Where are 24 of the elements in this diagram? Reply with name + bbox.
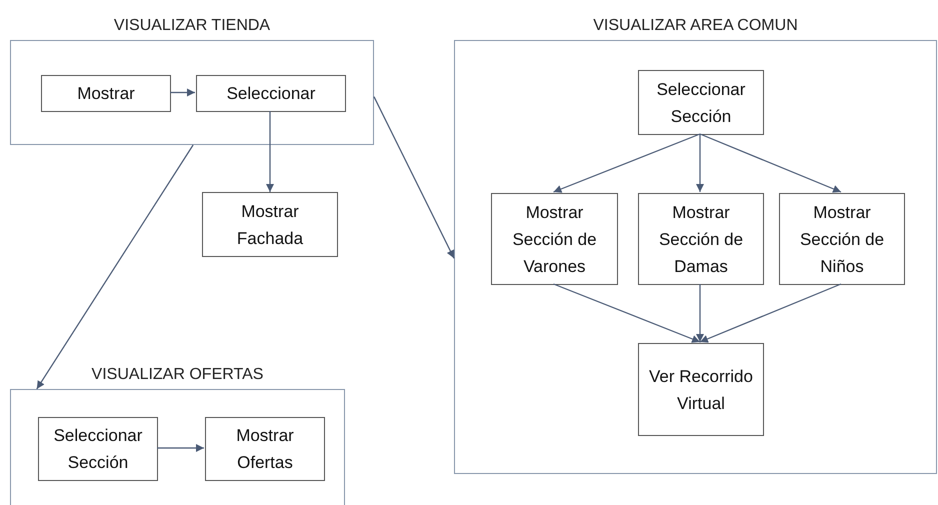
arrow xyxy=(700,133,842,193)
process-box: Mostrar Fachada xyxy=(202,192,338,257)
group-heading: VISUALIZAR AREA COMUN xyxy=(592,16,799,36)
process-box: Seleccionar xyxy=(196,75,346,112)
arrow xyxy=(700,283,842,343)
process-box: Mostrar Sección de Varones xyxy=(491,193,618,285)
arrow xyxy=(36,144,194,390)
arrow xyxy=(553,133,700,193)
arrow xyxy=(157,444,204,452)
arrow xyxy=(170,88,195,96)
process-box: Mostrar xyxy=(41,75,171,112)
arrow xyxy=(553,283,700,343)
process-box: Seleccionar Sección xyxy=(38,417,158,481)
arrow xyxy=(696,284,704,342)
process-box: Seleccionar Sección xyxy=(638,70,764,135)
arrow xyxy=(266,111,274,192)
arrow xyxy=(696,134,704,192)
process-box: Mostrar Sección de Damas xyxy=(638,193,764,285)
arrow xyxy=(373,96,455,259)
process-box: Ver Recorrido Virtual xyxy=(638,343,764,436)
group-heading: VISUALIZAR OFERTAS xyxy=(90,365,264,385)
process-box: Mostrar Sección de Niños xyxy=(779,193,905,285)
process-box: Mostrar Ofertas xyxy=(205,417,325,481)
group-heading: VISUALIZAR TIENDA xyxy=(112,16,272,36)
